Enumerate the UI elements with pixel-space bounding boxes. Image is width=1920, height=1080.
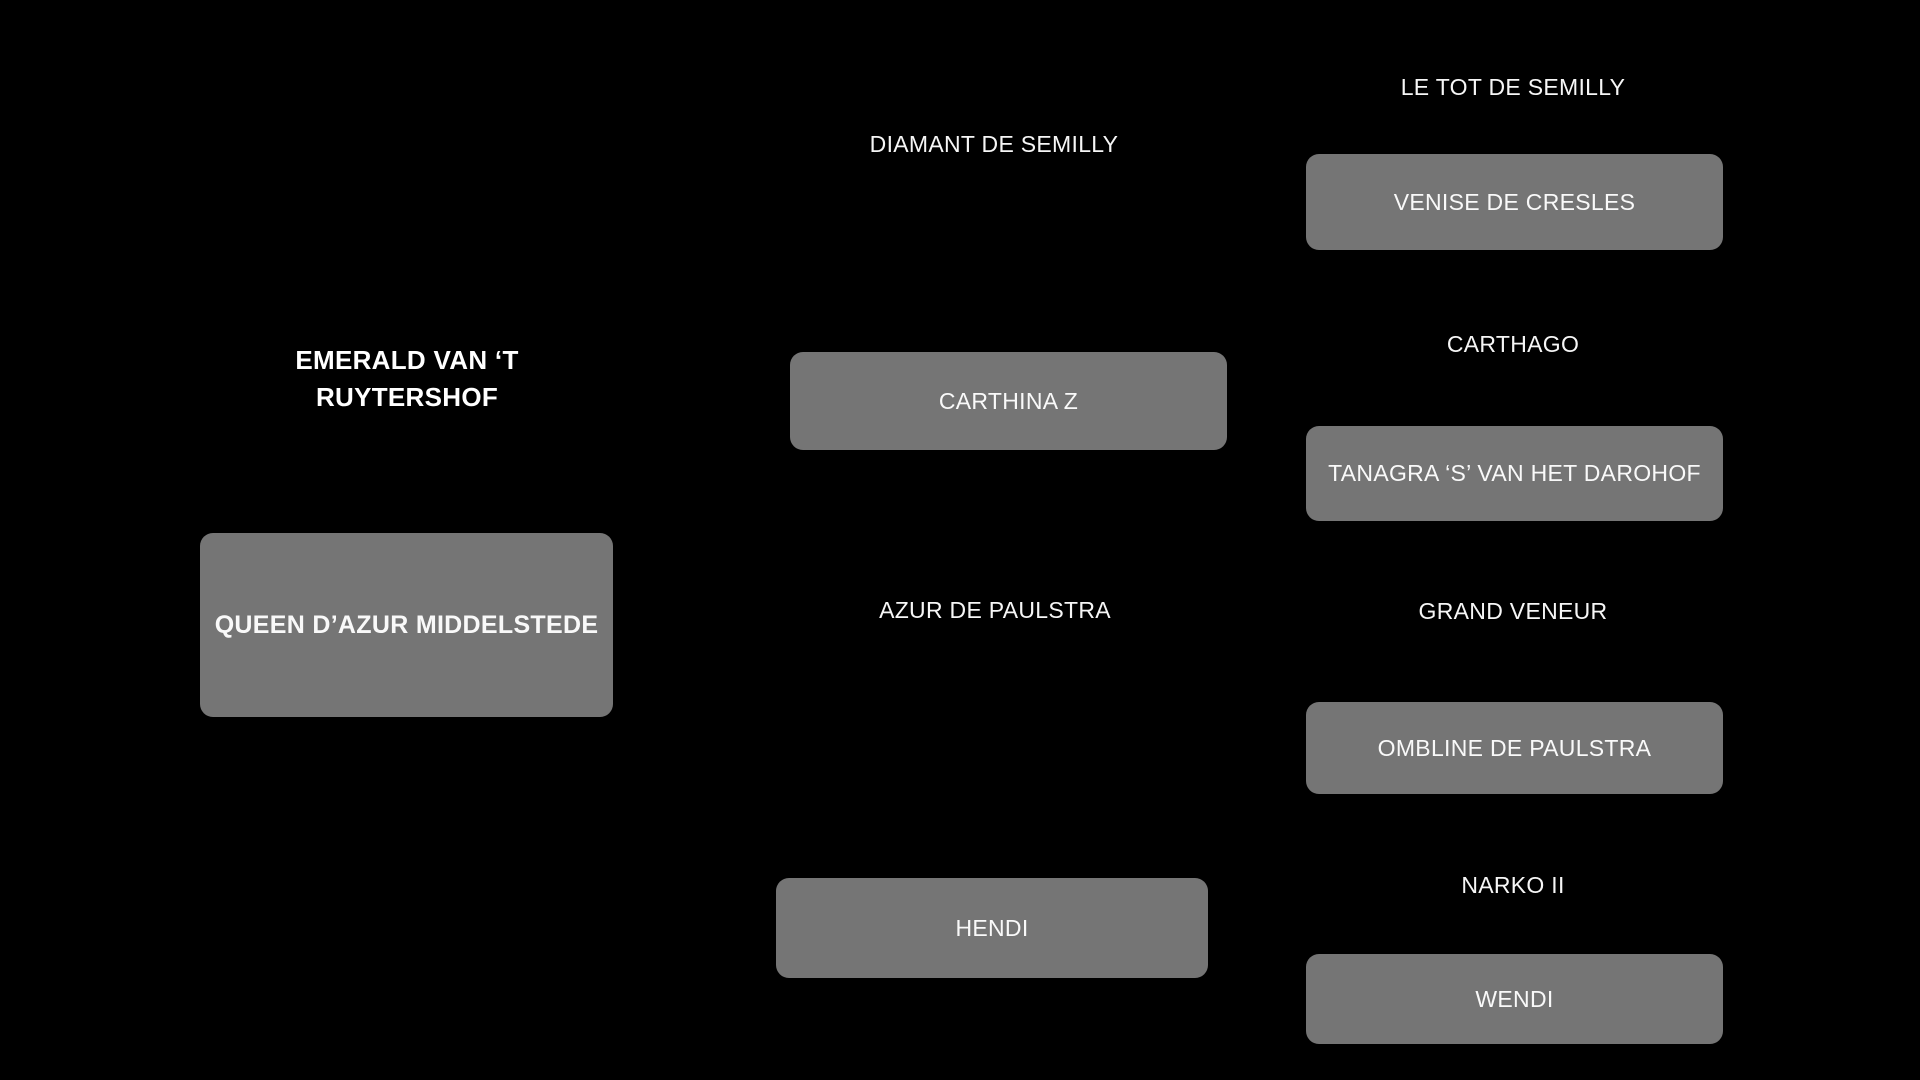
pedigree-node-ombline-de-paulstra: OMBLINE DE PAULSTRA [1306, 702, 1723, 794]
pedigree-node-grand-veneur: GRAND VENEUR [1418, 598, 1608, 624]
pedigree-node-diamant-de-semilly: DIAMANT DE SEMILLY [869, 131, 1119, 157]
pedigree-node-wendi: WENDI [1306, 954, 1723, 1044]
pedigree-node-venise-de-cresles: VENISE DE CRESLES [1306, 154, 1723, 250]
pedigree-node-emerald-van-t-ruytershof: EMERALD VAN ‘T RUYTERSHOF [295, 345, 519, 412]
pedigree-node-azur-de-paulstra: AZUR DE PAULSTRA [879, 597, 1111, 623]
pedigree-node-hendi: HENDI [776, 878, 1208, 978]
pedigree-node-le-tot-de-semilly: LE TOT DE SEMILLY [1400, 74, 1626, 100]
pedigree-node-tanagra-s-van-het-darohof: TANAGRA ‘S’ VAN HET DAROHOF [1306, 426, 1723, 521]
pedigree-node-queen-d-azur-middelstede: QUEEN D’AZUR MIDDELSTEDE [200, 533, 613, 717]
pedigree-node-carthina-z: CARTHINA Z [790, 352, 1227, 450]
pedigree-node-carthago: CARTHAGO [1446, 331, 1580, 357]
pedigree-node-narko-ii: NARKO II [1461, 872, 1565, 898]
